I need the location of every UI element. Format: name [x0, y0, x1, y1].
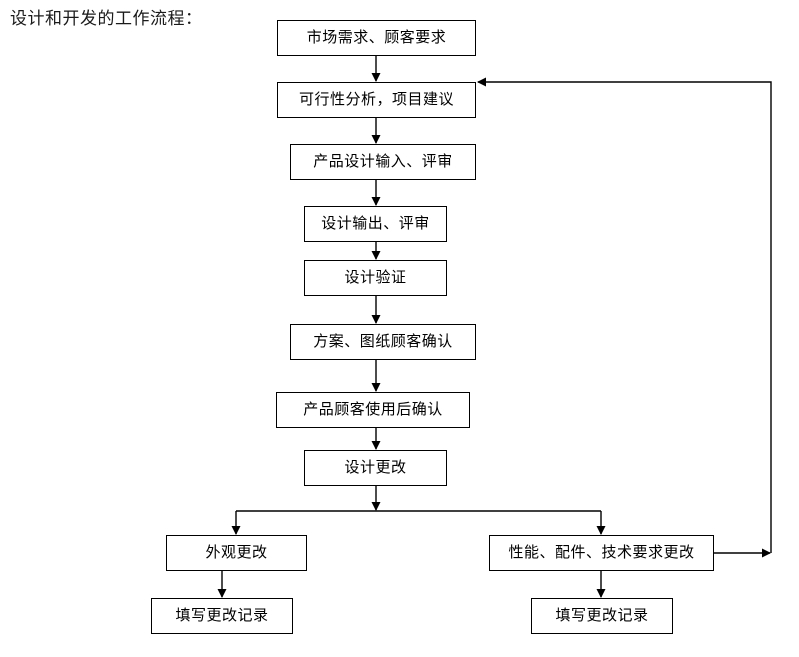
node-label: 设计更改 [344, 459, 407, 476]
node-change-record-right[interactable]: 填写更改记录 [531, 598, 673, 634]
node-post-use-confirm[interactable]: 产品顾客使用后确认 [276, 392, 470, 428]
node-label: 产品顾客使用后确认 [303, 401, 443, 418]
node-label: 设计输出、评审 [321, 215, 430, 232]
node-design-change[interactable]: 设计更改 [304, 450, 447, 486]
node-label: 可行性分析，项目建议 [298, 91, 454, 108]
node-label: 填写更改记录 [555, 607, 649, 624]
node-change-record-left[interactable]: 填写更改记录 [151, 598, 293, 634]
node-label: 填写更改记录 [175, 607, 269, 624]
node-label: 性能、配件、技术要求更改 [508, 544, 695, 561]
node-design-input-review[interactable]: 产品设计输入、评审 [290, 144, 476, 180]
node-label: 产品设计输入、评审 [313, 153, 453, 170]
node-label: 方案、图纸顾客确认 [313, 333, 453, 350]
node-plan-drawing-customer-confirm[interactable]: 方案、图纸顾客确认 [290, 324, 476, 360]
node-label: 市场需求、顾客要求 [306, 29, 447, 46]
node-design-verification[interactable]: 设计验证 [304, 260, 447, 296]
node-label: 外观更改 [205, 544, 268, 561]
node-appearance-change[interactable]: 外观更改 [166, 535, 307, 571]
node-feasibility-analysis[interactable]: 可行性分析，项目建议 [277, 82, 476, 118]
page-title: 设计和开发的工作流程： [10, 9, 203, 28]
node-spec-change[interactable]: 性能、配件、技术要求更改 [489, 535, 714, 571]
node-label: 设计验证 [344, 269, 407, 286]
connector-feedback-loop-path [477, 77, 772, 553]
node-design-output-review[interactable]: 设计输出、评审 [304, 206, 447, 242]
node-market-demand[interactable]: 市场需求、顾客要求 [277, 20, 476, 56]
